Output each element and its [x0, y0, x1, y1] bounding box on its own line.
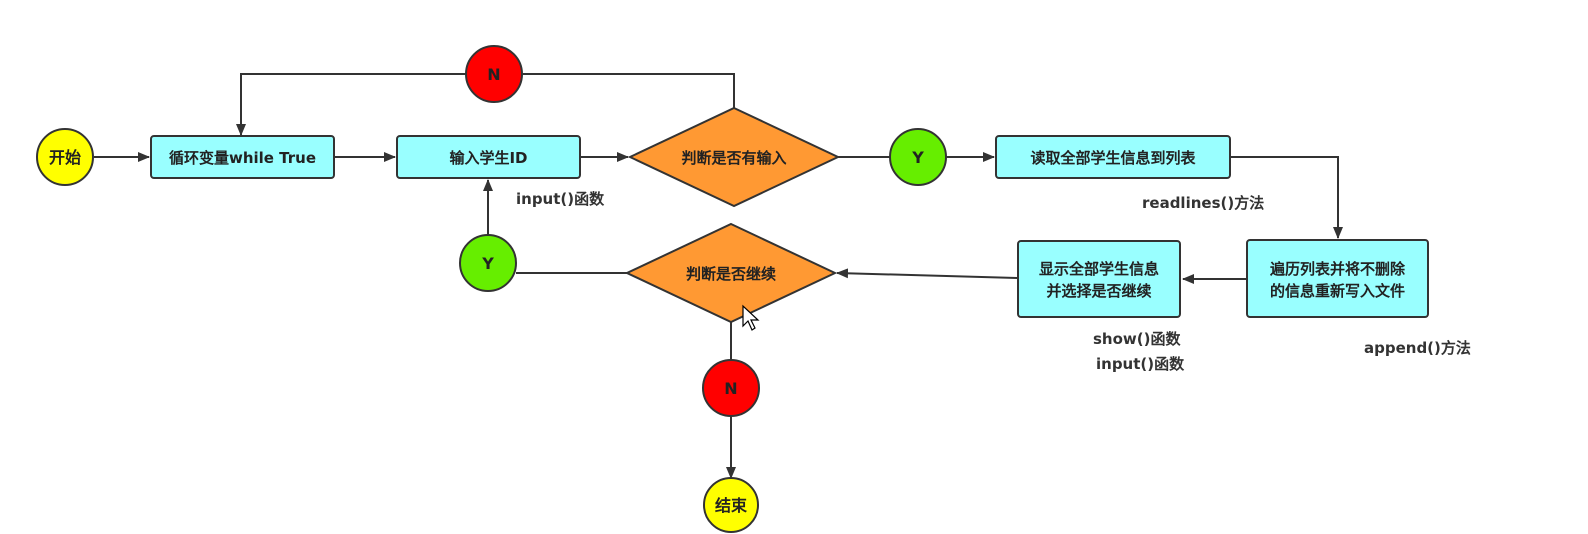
connectors: [94, 73, 1343, 479]
no-top-circle: [465, 45, 523, 103]
show-box: 显示全部学生信息 并选择是否继续: [1017, 240, 1181, 318]
yes-left-node: Y: [459, 234, 517, 292]
loop-box: 循环变量while True: [150, 135, 335, 179]
check-input-diamond: [627, 106, 841, 208]
check-continue-label: 判断是否继续: [686, 265, 776, 283]
loop-label: 循环变量while True: [169, 149, 316, 167]
edge-no-loop-back: [523, 73, 735, 108]
mouse-cursor-icon: [742, 304, 760, 331]
note-append: append()方法: [1364, 339, 1471, 357]
no-bottom-circle: [702, 359, 760, 417]
note-readlines: readlines()方法: [1142, 194, 1264, 212]
traverse-label-line1: 遍历列表并将不删除: [1269, 260, 1406, 278]
read-all-rect: [995, 135, 1231, 179]
no-bottom-node: N: [702, 359, 760, 417]
note-input-func2: input()函数: [1096, 355, 1185, 373]
traverse-label-line2: 的信息重新写入文件: [1270, 282, 1405, 300]
start-label: 开始: [49, 148, 81, 167]
yes-top-label: Y: [911, 148, 924, 167]
edge-read-to-traverse: [1230, 156, 1343, 239]
no-top-label: N: [487, 65, 500, 84]
end-circle: [703, 477, 759, 533]
show-label-line1: 显示全部学生信息: [1039, 260, 1159, 278]
input-id-box: 输入学生ID: [396, 135, 581, 179]
check-input-label: 判断是否有输入: [681, 149, 786, 167]
end-label: 结束: [714, 496, 748, 515]
note-input-func: input()函数: [516, 190, 605, 208]
edge-no-to-loop: [236, 73, 466, 136]
traverse-box: 遍历列表并将不删除 的信息重新写入文件: [1246, 239, 1429, 318]
no-top-node: N: [465, 45, 523, 103]
end-node: 结束: [703, 477, 759, 533]
loop-rect: [150, 135, 335, 179]
note-show-func: show()函数: [1093, 330, 1181, 348]
check-continue-diamond: [624, 222, 838, 324]
read-all-box: 读取全部学生信息到列表: [995, 135, 1231, 179]
traverse-rect: [1246, 239, 1429, 318]
show-label-line2: 并选择是否继续: [1046, 282, 1151, 300]
yes-top-circle: [889, 128, 947, 186]
start-circle: [36, 128, 94, 186]
yes-left-label: Y: [481, 254, 494, 273]
input-id-rect: [396, 135, 581, 179]
check-input-decision: 判断是否有输入: [627, 106, 841, 208]
edge-show-to-continue: [836, 268, 1019, 279]
read-all-label: 读取全部学生信息到列表: [1030, 149, 1196, 167]
check-continue-decision: 判断是否继续: [624, 222, 838, 324]
no-bottom-label: N: [724, 379, 737, 398]
show-rect: [1017, 240, 1181, 318]
yes-top-node: Y: [889, 128, 947, 186]
start-node: 开始: [36, 128, 94, 186]
input-id-label: 输入学生ID: [449, 149, 527, 167]
yes-left-circle: [459, 234, 517, 292]
